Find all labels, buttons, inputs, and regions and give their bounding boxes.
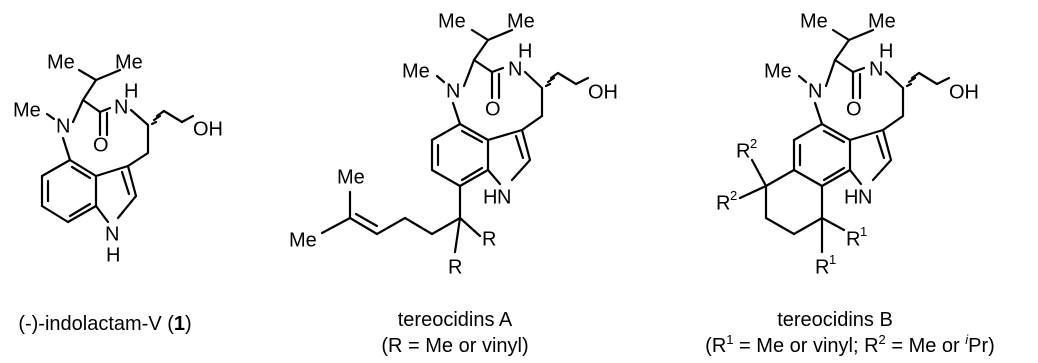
methyl-label: Me (438, 10, 466, 32)
methyl-label: Me (115, 51, 143, 73)
nitrogen-label: N (858, 186, 872, 208)
caption-tereocidins-b-note: (R1 = Me or vinyl; R2 = Me or iPr) (705, 332, 995, 357)
methyl-label: Me (868, 10, 896, 32)
hydroxyl-label: OH (193, 118, 223, 140)
caption-tereocidins-b: tereocidins B (777, 309, 893, 331)
oxygen-label: O (485, 98, 501, 120)
caption-tereocidins-a: tereocidins A (398, 309, 513, 331)
nitrogen-label: N (869, 58, 883, 80)
superscript: 1 (829, 252, 836, 267)
nitrogen-label: N (105, 223, 119, 245)
hydroxyl-label: OH (949, 81, 979, 103)
methyl-label: Me (13, 99, 41, 121)
nitrogen-label: N (446, 80, 460, 102)
r2-group-label: R (716, 192, 730, 214)
r-group-label: R (482, 228, 496, 250)
compound-tereocidins-b: Me Me Me N O N H OH (716, 10, 979, 278)
hydrogen-label: H (518, 40, 532, 62)
methyl-label: Me (402, 60, 430, 82)
compound-indolactam-v: Me Me Me N O N H OH (13, 51, 223, 266)
hydrogen-label: H (106, 244, 120, 266)
r2-group-label: R (736, 140, 750, 162)
nitrogen-label: N (56, 115, 70, 137)
r1-group-label: R (815, 256, 829, 278)
methyl-label: Me (289, 229, 317, 251)
compound-tereocidins-a: Me Me Me N O N H OH (289, 10, 618, 278)
superscript: 1 (860, 224, 867, 239)
nitrogen-label: N (114, 96, 128, 118)
methyl-label: Me (47, 51, 75, 73)
methyl-label: Me (764, 60, 792, 82)
oxygen-label: O (846, 98, 862, 120)
caption-indolactam-v: (-)-indolactam-V (1) (18, 313, 191, 335)
nitrogen-label: N (808, 80, 822, 102)
methyl-label: Me (800, 10, 828, 32)
r-group-label: R (448, 256, 462, 278)
methyl-label: Me (337, 166, 365, 188)
oxygen-label: O (93, 134, 109, 156)
hydrogen-label: H (844, 186, 858, 208)
superscript: 2 (750, 136, 757, 151)
nitrogen-label: N (508, 58, 522, 80)
r1-group-label: R (846, 228, 860, 250)
nitrogen-label: N (497, 186, 511, 208)
hydrogen-label: H (124, 80, 138, 102)
caption-tereocidins-a-note: (R = Me or vinyl) (381, 335, 528, 357)
superscript: 2 (730, 188, 737, 203)
methyl-label: Me (507, 10, 535, 32)
hydrogen-label: H (483, 186, 497, 208)
hydroxyl-label: OH (588, 81, 618, 103)
hydrogen-label: H (879, 40, 893, 62)
